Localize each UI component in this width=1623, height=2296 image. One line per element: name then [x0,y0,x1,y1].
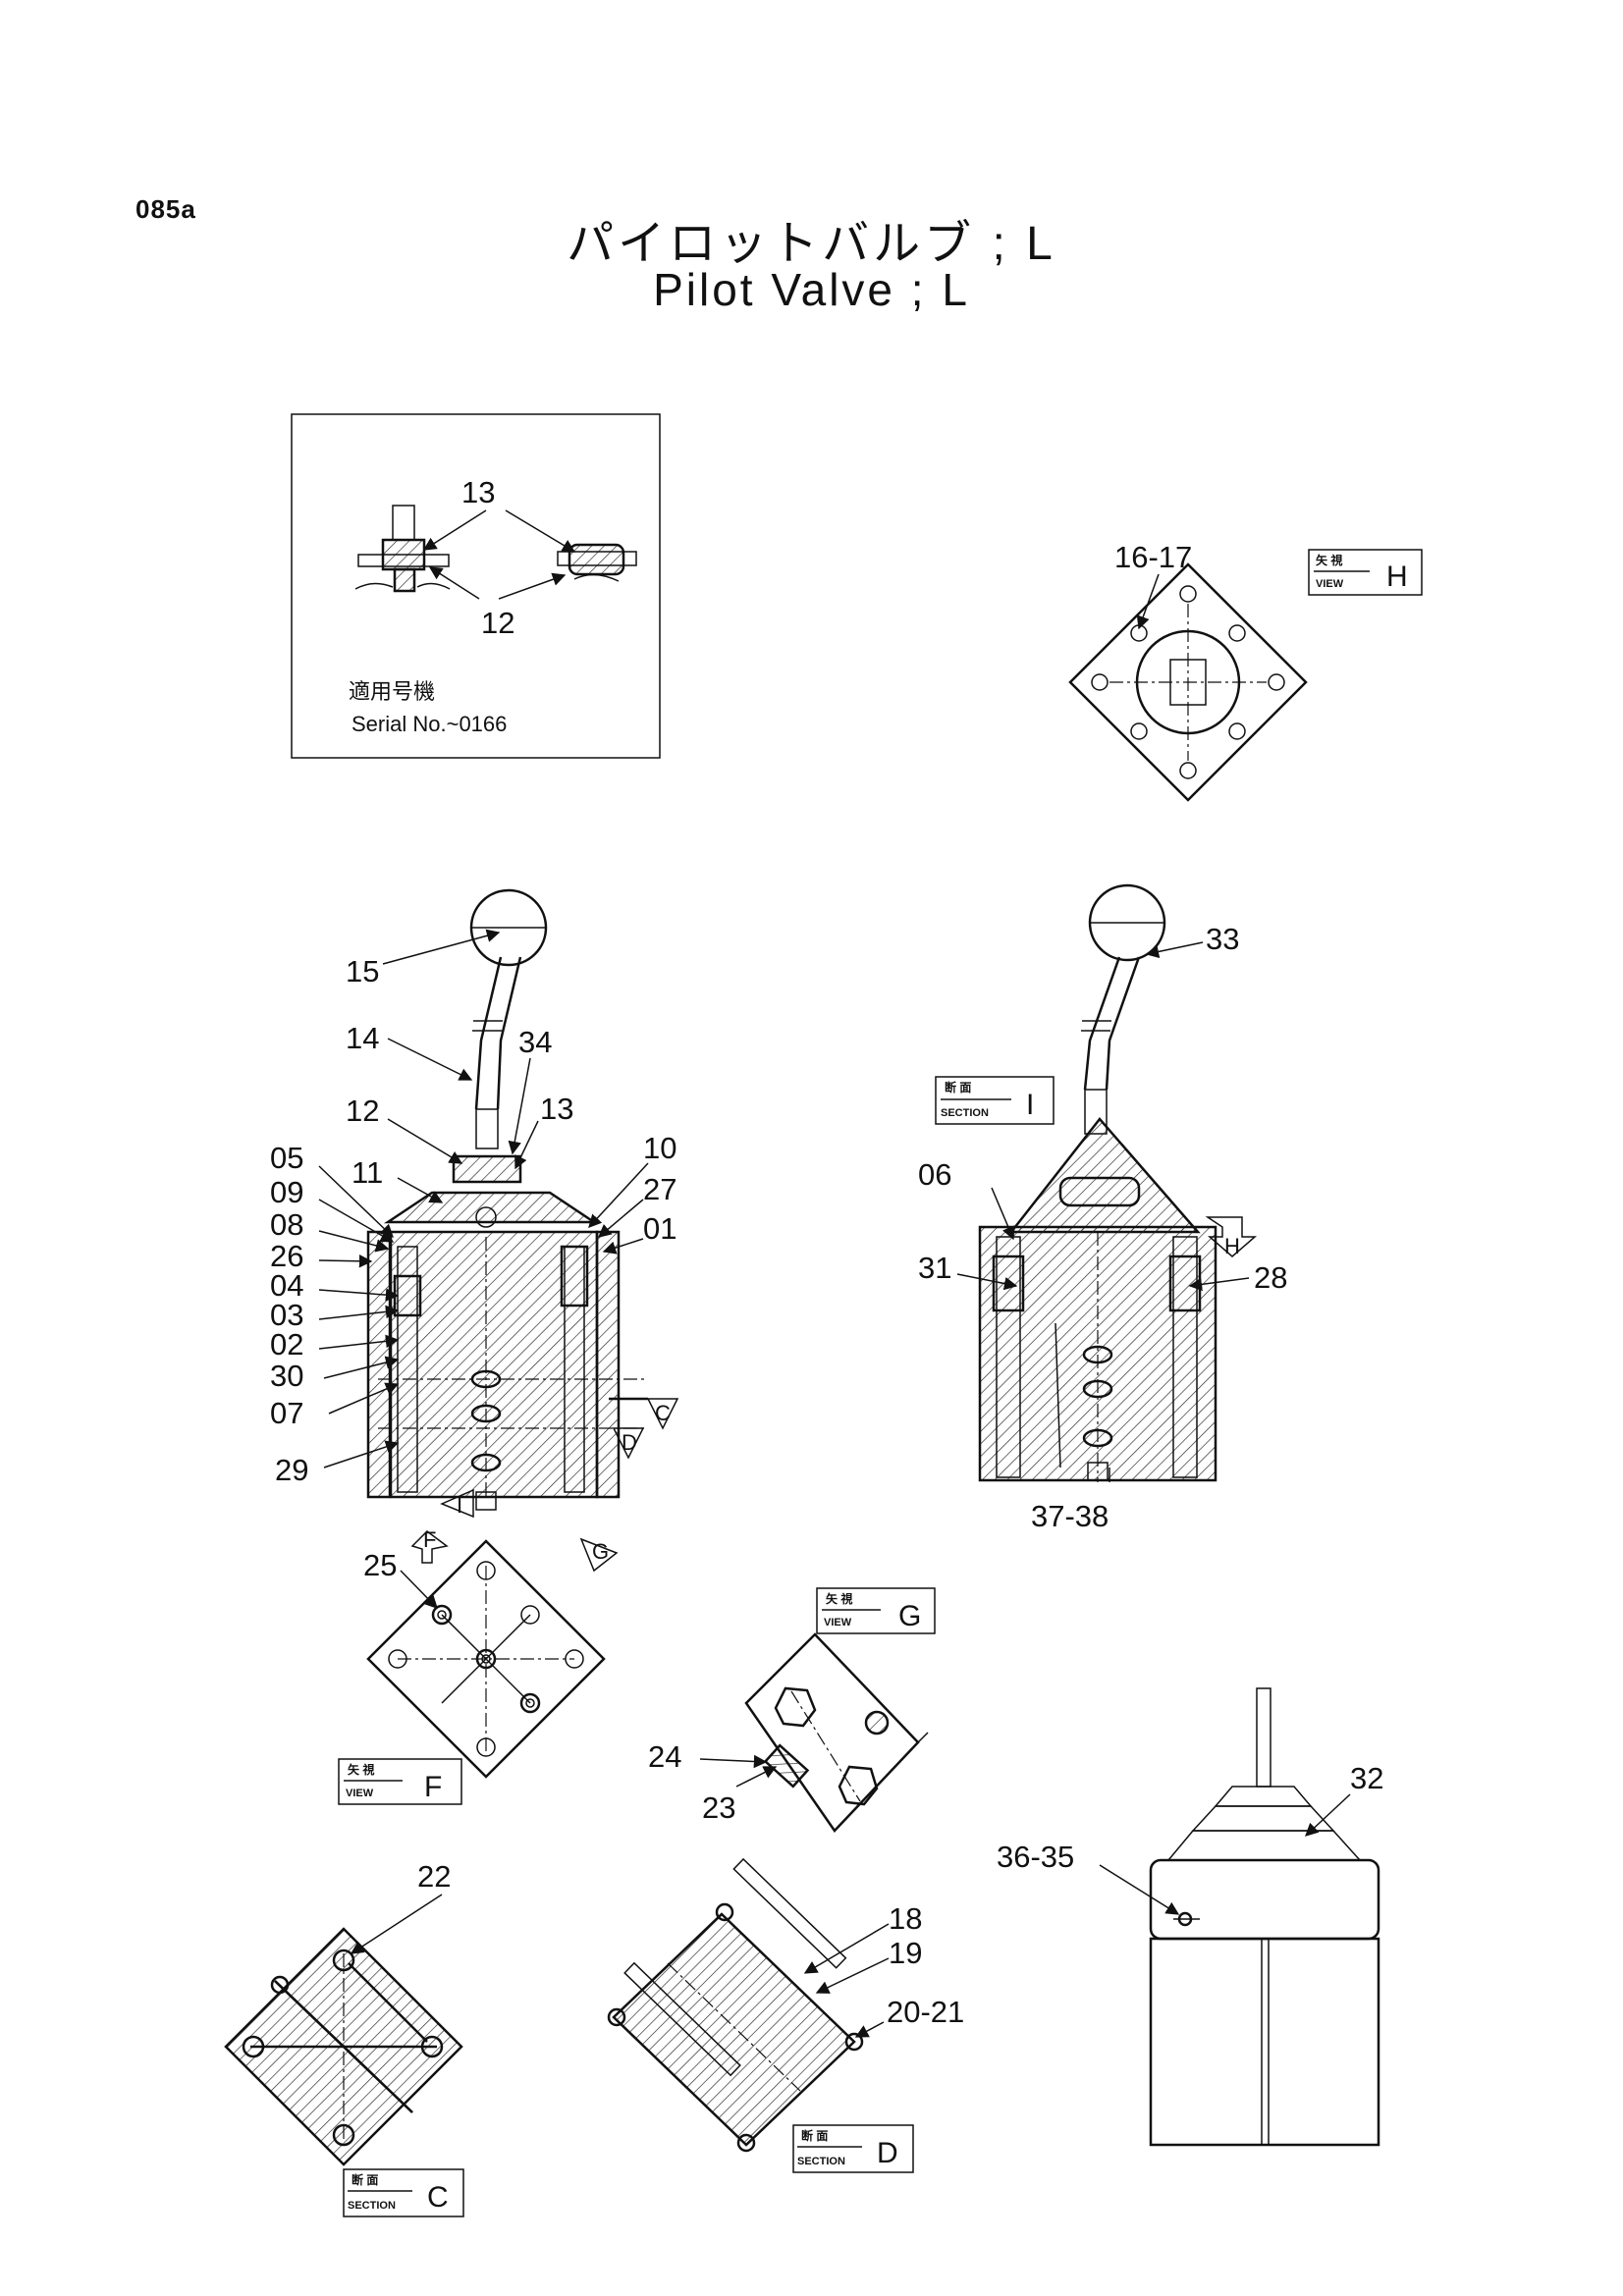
callout-37-38: 37-38 [1031,1499,1109,1533]
callout-19: 19 [889,1936,922,1970]
svg-text:VIEW: VIEW [346,1788,374,1799]
callout-36-35: 36-35 [997,1840,1074,1874]
callout-10: 10 [643,1131,676,1165]
callout-26: 26 [270,1239,303,1273]
svg-text:SECTION: SECTION [797,2156,845,2167]
svg-text:SECTION: SECTION [348,2200,396,2212]
svg-text:C: C [427,2181,449,2214]
svg-text:D: D [877,2137,898,2169]
callout-33: 33 [1206,922,1239,956]
tag-section-i: 断 面 SECTION I [935,1076,1055,1125]
inset-note: 適用号機 [349,679,435,704]
callout-13: 13 [540,1092,573,1126]
title-english: Pilot Valve ; L [653,264,970,315]
callout-06: 06 [918,1157,951,1192]
inset-serial: Serial No.~0166 [352,712,507,736]
section-d: 18 19 20-21 断 面 SECTION D [607,1857,964,2173]
callout-18: 18 [889,1901,922,1936]
callout-04: 04 [270,1268,303,1303]
svg-text:F: F [424,1771,442,1803]
page-code: 085a [135,194,196,224]
callout-32: 32 [1350,1761,1383,1795]
left-callouts: 15 14 34 12 13 11 10 27 01 05 09 08 26 0… [270,929,676,1487]
tag-section-c: 断 面 SECTION C [343,2168,464,2217]
tag-view-f: 矢 視 VIEW F [338,1758,462,1805]
callout-28: 28 [1254,1260,1287,1295]
valve-exterior: 32 36-35 [997,1687,1383,2147]
title-japanese: パイロットバルブ ; L [567,218,1056,270]
inset-callout-12: 12 [481,606,514,640]
svg-text:VIEW: VIEW [824,1617,852,1629]
valve-cross-section-right: H [978,883,1258,1482]
view-g: 24 23 矢 視 VIEW G [648,1587,936,1833]
section-arrows-left: C D I F G [410,1397,679,1573]
callout-09: 09 [270,1175,303,1209]
right-callouts: 33 06 31 28 37-38 断 面 SECTION I [918,922,1287,1533]
svg-text:矢 視: 矢 視 [1316,553,1342,567]
callout-31: 31 [918,1251,951,1285]
svg-text:矢 視: 矢 視 [348,1762,374,1777]
callout-16-17: 16-17 [1114,540,1192,574]
callout-20-21: 20-21 [887,1995,964,2029]
callout-11: 11 [352,1155,383,1190]
callout-22: 22 [417,1859,451,1894]
callout-05: 05 [270,1141,303,1175]
svg-text:I: I [457,1493,462,1518]
callout-02: 02 [270,1327,303,1362]
callout-29: 29 [275,1453,308,1487]
svg-text:H: H [1224,1234,1240,1258]
callout-14: 14 [346,1021,379,1055]
callout-24: 24 [648,1739,681,1774]
callout-12: 12 [346,1094,379,1128]
callout-25: 25 [363,1548,397,1582]
view-h: 16-17 矢 視 VIEW H [1068,540,1423,802]
svg-text:断 面: 断 面 [801,2128,828,2143]
svg-text:断 面: 断 面 [945,1080,971,1095]
inset-detail: 13 12 適用号機 Serial No.~0166 [291,413,661,759]
callout-07: 07 [270,1396,303,1430]
view-f: 25 矢 視 VIEW F [338,1539,606,1805]
tag-section-d: 断 面 SECTION D [792,2124,914,2173]
svg-text:G: G [898,1600,921,1632]
svg-text:C: C [655,1401,671,1425]
svg-text:矢 視: 矢 視 [826,1591,852,1606]
inset-left-joint [354,505,451,593]
inset-right-joint [557,543,637,582]
svg-text:H: H [1386,561,1408,593]
callout-15: 15 [346,954,379,988]
svg-text:I: I [1026,1089,1034,1121]
callout-27: 27 [643,1172,676,1206]
svg-text:VIEW: VIEW [1316,578,1344,590]
svg-text:D: D [622,1430,637,1455]
tag-view-h: 矢 視 VIEW H [1308,549,1423,596]
callout-03: 03 [270,1298,303,1332]
callout-30: 30 [270,1359,303,1393]
valve-cross-section-left [366,888,648,1511]
callout-01: 01 [643,1211,676,1246]
svg-text:G: G [592,1539,609,1564]
svg-text:F: F [423,1527,436,1552]
inset-callout-13: 13 [461,475,495,509]
callout-23: 23 [702,1790,735,1825]
tag-view-g: 矢 視 VIEW G [816,1587,936,1634]
section-c: 22 断 面 SECTION C [224,1859,464,2217]
callout-34: 34 [518,1025,552,1059]
svg-text:断 面: 断 面 [352,2172,378,2187]
svg-text:SECTION: SECTION [941,1107,989,1119]
callout-08: 08 [270,1207,303,1242]
